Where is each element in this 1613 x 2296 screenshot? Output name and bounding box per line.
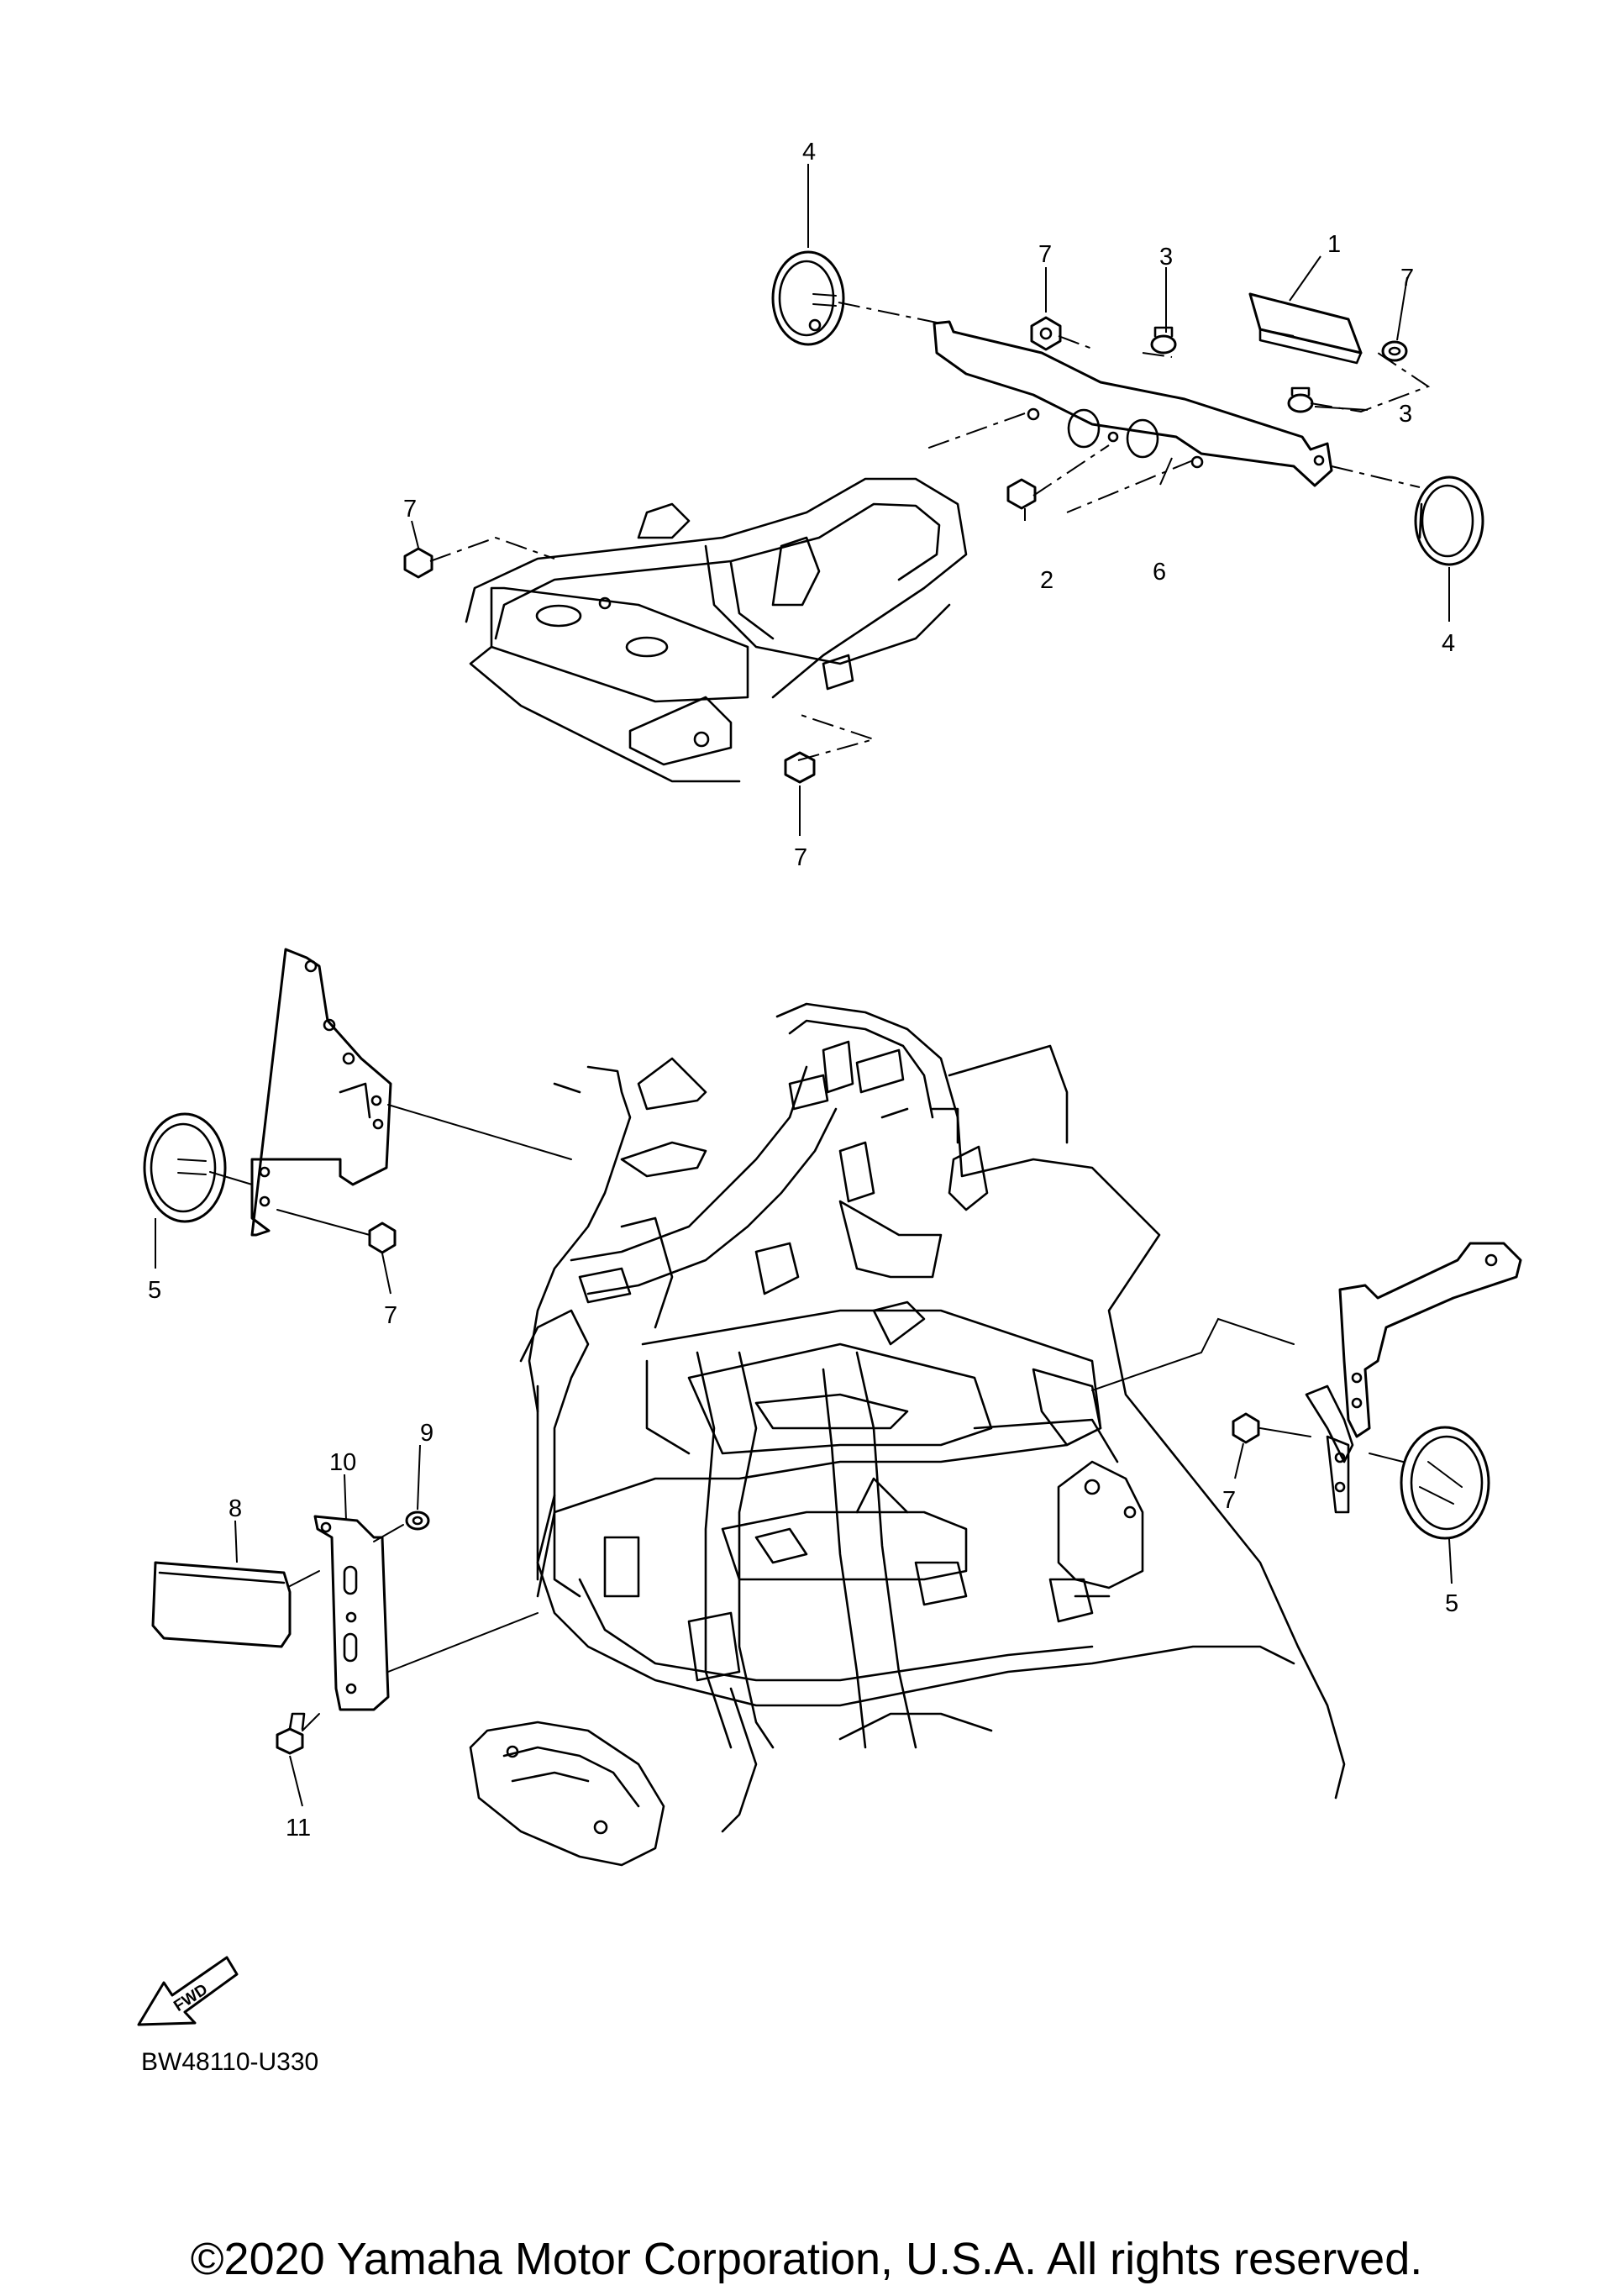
rear-frame-section xyxy=(465,477,968,783)
upper-fasteners xyxy=(403,316,1408,784)
round-reflector-upper-right xyxy=(1414,475,1484,566)
callout-7: 7 xyxy=(384,1302,397,1329)
main-frame xyxy=(469,1002,1346,1867)
upper-bracket xyxy=(933,320,1333,487)
reflector-bracket-10 xyxy=(313,1515,390,1711)
upper-assembly-lines xyxy=(429,302,1431,761)
callout-7: 7 xyxy=(1222,1487,1236,1514)
round-reflector-lower-left xyxy=(143,1112,227,1223)
callout-5: 5 xyxy=(148,1277,161,1304)
callout-7: 7 xyxy=(1038,241,1052,268)
callout-8: 8 xyxy=(229,1495,242,1522)
right-reflector-bracket xyxy=(1305,1242,1522,1514)
callout-6: 6 xyxy=(1153,559,1166,586)
callout-9: 9 xyxy=(420,1420,433,1447)
callout-7: 7 xyxy=(403,496,417,523)
callout-7: 7 xyxy=(794,844,807,871)
fwd-arrow-icon: FWD xyxy=(137,1956,239,2026)
callout-3: 3 xyxy=(1159,244,1173,271)
rectangular-reflector-1 xyxy=(1248,292,1363,355)
lower-assembly-lines xyxy=(209,1104,1404,1731)
copyright-notice: ©2020 Yamaha Motor Corporation, U.S.A. A… xyxy=(190,2234,1423,2284)
callout-10: 10 xyxy=(329,1449,356,1476)
rear-reflector-8 xyxy=(151,1561,292,1648)
leader-lines xyxy=(155,164,1453,1807)
frame-tubes xyxy=(519,1216,917,1749)
callout-3: 3 xyxy=(1399,401,1412,428)
callout-numbers: 1 2 3 3 4 4 5 5 6 7 7 7 7 7 7 8 9 10 11 xyxy=(148,139,1458,1842)
diagram-code: BW48110-U330 xyxy=(141,2048,319,2076)
callout-4: 4 xyxy=(802,139,816,166)
round-reflector-lower-right xyxy=(1400,1426,1490,1540)
callout-5: 5 xyxy=(1445,1590,1458,1617)
left-reflector-bracket xyxy=(250,948,392,1237)
callout-2: 2 xyxy=(1040,567,1053,594)
callout-11: 11 xyxy=(286,1815,311,1842)
bolt-11 xyxy=(276,1712,306,1755)
round-reflector-upper-left xyxy=(771,250,845,346)
callout-1: 1 xyxy=(1327,231,1341,258)
callout-7: 7 xyxy=(1400,265,1414,292)
callout-4: 4 xyxy=(1442,630,1455,657)
